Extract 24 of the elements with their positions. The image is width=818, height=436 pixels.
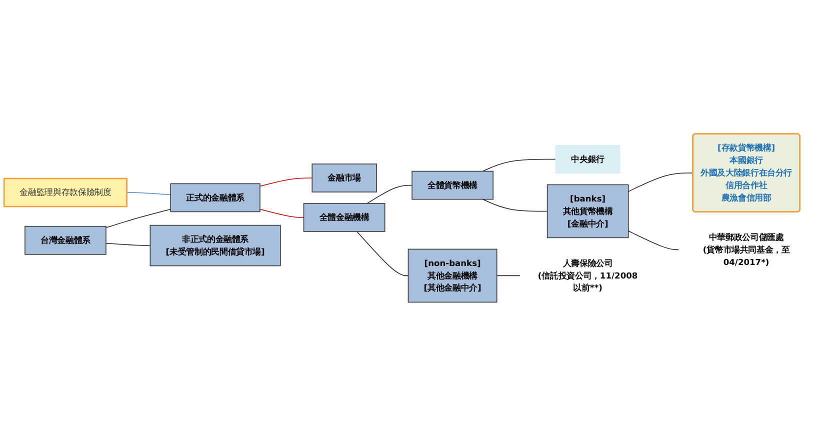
node-box: 全體金融機構 xyxy=(303,203,386,232)
connector xyxy=(366,184,412,204)
node-box: 金融市場 xyxy=(312,164,377,192)
connector xyxy=(106,242,151,246)
node-box: 中央銀行 xyxy=(555,145,620,174)
node-box: 台灣金融體系 xyxy=(24,226,106,255)
node-box: [non-banks] 其他金融機構 [其他金融中介] xyxy=(408,248,498,303)
connector xyxy=(126,192,171,196)
connector xyxy=(482,158,556,172)
node-text: 中華郵政公司儲匯處 (貨幣市場共同基金，至04/2017*) xyxy=(702,232,790,267)
node-box: [banks] 其他貨幣機構 [金融中介] xyxy=(546,184,629,238)
node-box: 正式的金融體系 xyxy=(170,183,260,212)
connector xyxy=(356,231,409,276)
connector xyxy=(496,275,521,276)
node-box: 非正式的金融體系 [未受管制的民間借貸市場] xyxy=(150,224,281,266)
connector xyxy=(628,230,680,250)
node-text: 人壽保險公司 (信託投資公司，11/2008以前**) xyxy=(538,258,638,293)
node-box: 全體貨幣機構 xyxy=(412,170,494,200)
connector xyxy=(260,208,304,218)
connector xyxy=(260,178,312,187)
connector xyxy=(106,208,171,228)
connector xyxy=(482,198,548,212)
node-box: 金融監理與存款保險制度 xyxy=(4,178,128,208)
connector xyxy=(628,172,694,192)
